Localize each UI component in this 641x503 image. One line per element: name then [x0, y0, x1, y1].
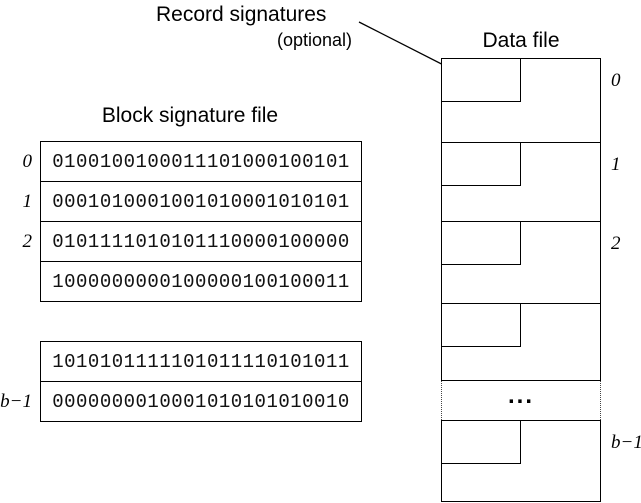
signature-bits: 0100100100011101000100101	[52, 150, 350, 173]
data-file-block-last: b−1	[441, 420, 641, 502]
data-file-ellipsis-gap: ...	[441, 381, 601, 420]
data-file-blocks: 0 1 2	[441, 58, 621, 381]
block-signature-table-group-2: 1010101111101011110101011 b−1 000000001000…	[0, 341, 362, 422]
block-signature-table-group-1: 0 0100100100011101000100101 1 0001010001001…	[23, 141, 362, 302]
signature-bits: 1010101111101011110101011	[52, 350, 350, 373]
signature-row: 1000000000100000100100011	[41, 262, 361, 301]
record-signature-box	[442, 304, 521, 347]
signature-bits: 1000000000100000100100011	[52, 270, 350, 293]
block-index-label: 1	[611, 154, 621, 175]
block-index-label: 0	[611, 70, 621, 91]
data-file-block	[442, 304, 600, 380]
signature-row: 1 0001010001001010001010101	[23, 182, 361, 222]
data-file-title: Data file	[482, 29, 560, 52]
record-signature-box	[442, 143, 521, 186]
record-signature-box	[442, 222, 521, 265]
row-index-label: b−1	[0, 390, 32, 412]
signature-row: b−1 0000000010001010101010010	[0, 382, 361, 421]
signature-row: 2 0101111010101110000100000	[23, 222, 361, 262]
block-index-label: b−1	[611, 432, 641, 453]
signature-row: 1010101111101011110101011	[41, 342, 361, 382]
record-signatures-label: Record signatures	[156, 3, 327, 26]
data-file-block: 0	[442, 59, 621, 143]
record-signature-box	[442, 59, 521, 102]
row-index-label: 1	[22, 190, 33, 212]
data-file-block: 2	[442, 222, 621, 304]
record-signature-box	[442, 421, 521, 464]
signature-bits: 0101111010101110000100000	[52, 230, 350, 253]
block-index-label: 2	[611, 233, 621, 254]
block-signature-file-title: Block signature file	[101, 104, 279, 127]
row-index-label: 0	[22, 150, 33, 172]
signature-bits: 0001010001001010001010101	[52, 190, 350, 213]
row-index-label: 2	[22, 230, 33, 252]
optional-label: (optional)	[276, 30, 352, 50]
data-file-block: 1	[442, 143, 621, 222]
signature-row: 0 0100100100011101000100101	[23, 142, 361, 182]
signature-bits: 0000000010001010101010010	[52, 390, 350, 413]
